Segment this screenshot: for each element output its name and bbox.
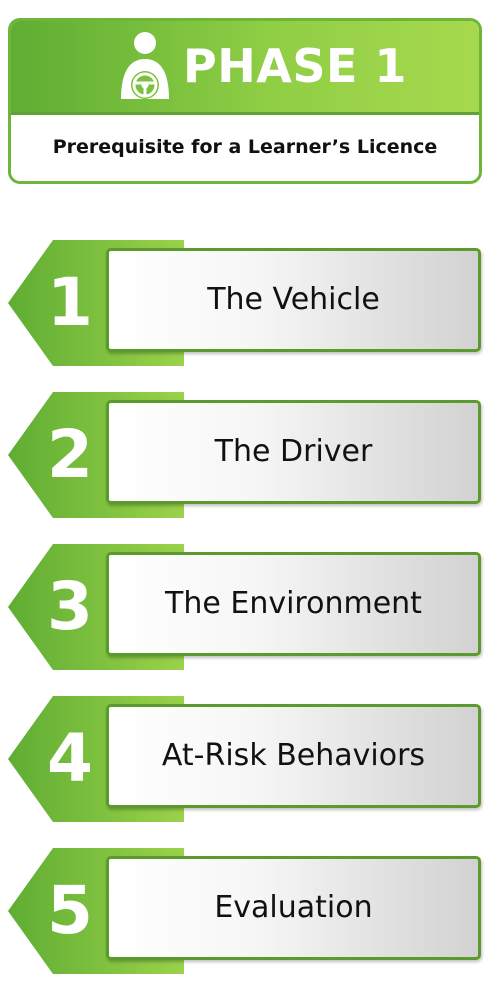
step-label-1: The Vehicle — [207, 282, 380, 317]
step-box-5: Evaluation — [106, 856, 481, 960]
phase-title: PHASE 1 — [183, 39, 407, 93]
step-number-1: 1 — [47, 264, 93, 341]
step-label-3: The Environment — [165, 586, 422, 621]
step-item-4: 4 At-Risk Behaviors — [0, 696, 493, 822]
step-box-1: The Vehicle — [106, 248, 481, 352]
step-label-4: At-Risk Behaviors — [161, 738, 426, 773]
step-label-5: Evaluation — [214, 890, 373, 925]
step-item-2: 2 The Driver — [0, 392, 493, 518]
step-number-2: 2 — [47, 416, 93, 493]
step-number-3: 3 — [47, 568, 93, 645]
step-item-1: 1 The Vehicle — [0, 240, 493, 366]
step-box-3: The Environment — [106, 552, 481, 656]
step-number-4: 4 — [47, 720, 93, 797]
phase-subtitle: Prerequisite for a Learner’s Licence — [52, 136, 438, 158]
phase-header: PHASE 1 Prerequisite for a Learner’s Lic… — [8, 18, 482, 184]
phase-header-banner: PHASE 1 — [11, 21, 479, 115]
step-box-2: The Driver — [106, 400, 481, 504]
step-item-3: 3 The Environment — [0, 544, 493, 670]
driver-steering-wheel-icon — [121, 32, 169, 99]
step-item-5: 5 Evaluation — [0, 848, 493, 974]
step-number-5: 5 — [47, 872, 93, 949]
step-box-4: At-Risk Behaviors — [106, 704, 481, 808]
step-label-2: The Driver — [214, 434, 373, 469]
